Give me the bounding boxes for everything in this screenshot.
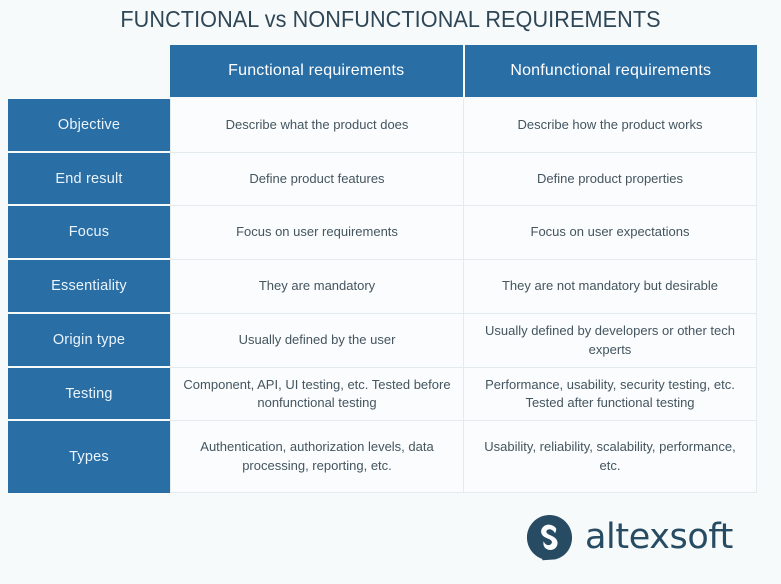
row-label-testing: Testing: [8, 368, 170, 421]
page-title: FUNCTIONAL vs NONFUNCTIONAL REQUIREMENTS: [120, 6, 661, 32]
altexsoft-speech-bubble-icon: [526, 514, 573, 561]
cell-nonfunctional-types: Usability, reliability, scalability, per…: [464, 421, 757, 493]
cell-functional-end-result: Define product features: [170, 153, 464, 206]
cell-functional-objective: Describe what the product does: [170, 99, 464, 153]
row-label-origin-type: Origin type: [8, 314, 170, 368]
table-row: End result Define product features Defin…: [8, 153, 757, 206]
cell-functional-focus: Focus on user requirements: [170, 206, 464, 260]
cell-nonfunctional-essentiality: They are not mandatory but desirable: [464, 260, 757, 314]
column-header-nonfunctional: Nonfunctional requirements: [464, 45, 757, 97]
cell-functional-origin-type: Usually defined by the user: [170, 314, 464, 368]
cell-nonfunctional-end-result: Define product properties: [464, 153, 757, 206]
altexsoft-logo: altexsoft: [525, 513, 733, 562]
table-row: Focus Focus on user requirements Focus o…: [8, 206, 757, 260]
row-label-end-result: End result: [8, 153, 170, 206]
cell-nonfunctional-objective: Describe how the product works: [464, 99, 757, 153]
table-header-row: Functional requirements Nonfunctional re…: [8, 45, 757, 97]
table-row: Objective Describe what the product does…: [8, 99, 757, 153]
row-label-essentiality: Essentiality: [8, 260, 170, 314]
cell-nonfunctional-origin-type: Usually defined by developers or other t…: [464, 314, 757, 368]
header-divider: [8, 97, 757, 99]
altexsoft-wordmark: altexsoft: [585, 517, 734, 557]
table-row: Testing Component, API, UI testing, etc.…: [8, 368, 757, 421]
table-row: Essentiality They are mandatory They are…: [8, 260, 757, 314]
cell-nonfunctional-focus: Focus on user expectations: [464, 206, 757, 260]
row-label-focus: Focus: [8, 206, 170, 260]
table-row: Origin type Usually defined by the user …: [8, 314, 757, 368]
comparison-table: Functional requirements Nonfunctional re…: [8, 45, 757, 493]
column-header-functional: Functional requirements: [170, 45, 465, 97]
table-row: Types Authentication, authorization leve…: [8, 421, 757, 493]
row-label-types: Types: [8, 421, 170, 493]
cell-functional-essentiality: They are mandatory: [170, 260, 464, 314]
row-label-objective: Objective: [8, 99, 170, 153]
table-corner-cell: [8, 45, 170, 97]
cell-nonfunctional-testing: Performance, usability, security testing…: [464, 368, 757, 421]
cell-functional-testing: Component, API, UI testing, etc. Tested …: [170, 368, 464, 421]
cell-functional-types: Authentication, authorization levels, da…: [170, 421, 464, 493]
